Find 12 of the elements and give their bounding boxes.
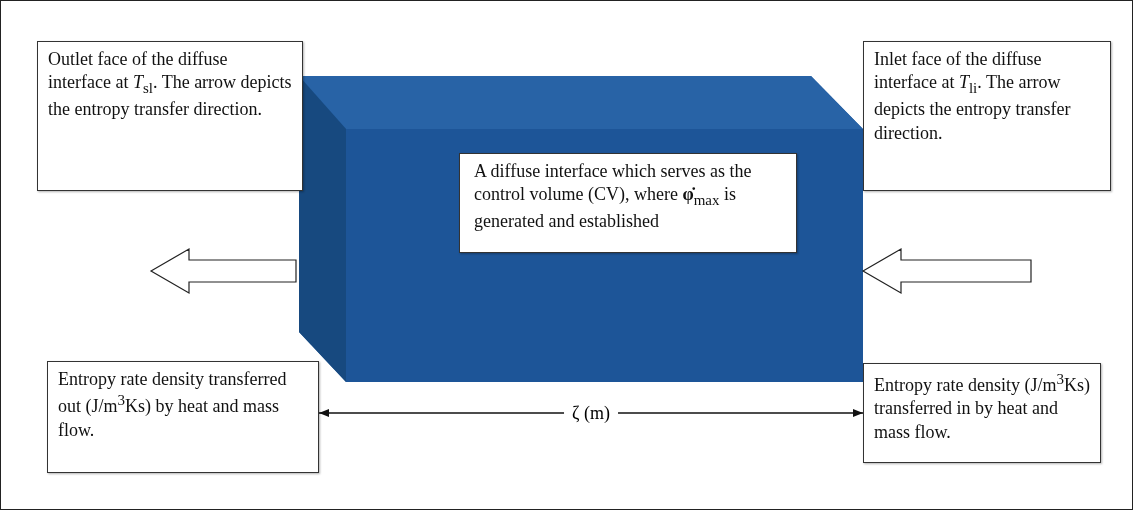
- text-box: [863, 41, 1111, 191]
- description-text: A diffuse interface which serves as the control volume (CV), where φ̇$_{max}$ is generated and established: [474, 160, 753, 234]
- description-text: Entropy rate density transferred out (J/m$^{3}$Ks) by heat and mass flow.: [58, 368, 288, 442]
- description-text: Entropy rate density (J/m$^{3}$Ks) transferred in by heat and mass flow.: [874, 370, 1090, 444]
- text-box: [47, 361, 319, 473]
- description-text: Inlet face of the diffuse interface at T$_{li}$. The arrow depicts the entropy transfer direction.: [874, 48, 1072, 145]
- description-text: Outlet face of the diffuse interface at T$_{sl}$. The arrow depicts the entropy transfer direction.: [48, 48, 292, 122]
- text-box: [459, 153, 797, 253]
- dimension-arrow: [318, 409, 864, 417]
- text-box: [863, 363, 1101, 463]
- text-box: [37, 41, 303, 191]
- edge-label: ζ (m): [564, 402, 618, 424]
